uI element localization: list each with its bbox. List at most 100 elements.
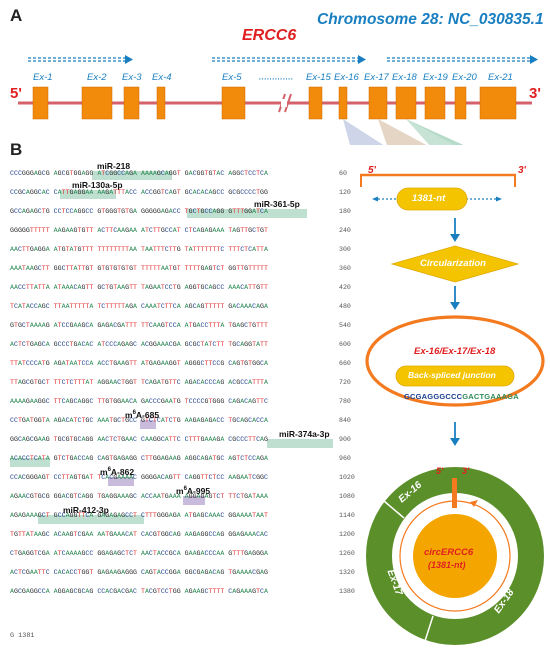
mir374a-site	[267, 439, 333, 448]
sequence-end: G 1381	[10, 632, 35, 640]
sequence-position: 660	[339, 360, 351, 367]
exon-box	[479, 86, 517, 120]
exon-label-3: Ex-3	[122, 72, 142, 83]
exon-label-17: Ex-17	[364, 72, 389, 83]
sequence-line: GTGCTAAAAG ATCCGAAGCA GAGACGATTT TTCAAGT…	[10, 322, 268, 329]
junction-label: Back-spliced junction	[408, 370, 496, 380]
sequence-line: AACCTTATTA ATAAACAGTT GCTGTAAGTT TAGAATC…	[10, 284, 268, 291]
sequence-position: 780	[339, 398, 351, 405]
exon-label-4: Ex-4	[152, 72, 172, 83]
circularization-diamond	[390, 245, 520, 283]
sequence-line: CTGAGGTCGA ATCAAAAGCC GGAGAGCTCT AACTACC…	[10, 550, 268, 557]
five-prime-end-c: 5'	[436, 466, 444, 476]
exon-box	[156, 86, 166, 120]
sequence-line: AACTTGAGGA ATGTATGTTT TTTTTTTTAA TAATTTC…	[10, 246, 268, 253]
mir130a-site	[60, 190, 116, 199]
length-label: 1381-nt	[412, 193, 446, 204]
exon-boxes	[32, 86, 517, 120]
sequence-position: 240	[339, 227, 351, 234]
m6a862-site	[108, 477, 134, 486]
sequence-position: 1140	[339, 512, 355, 519]
linear-exon-bracket	[360, 173, 516, 211]
sequence-position: 840	[339, 417, 351, 424]
sequence-position: 1320	[339, 569, 355, 576]
mirna-label-130a: miR-130a-5p	[72, 180, 123, 190]
mirna-label-412: miR-412-3p	[63, 505, 109, 515]
exon-label-18: Ex-18	[392, 72, 417, 83]
circrna-name: circERCC6	[424, 547, 474, 558]
sequence-position: 360	[339, 265, 351, 272]
sequence-position: 420	[339, 284, 351, 291]
exon-label-2: Ex-2	[87, 72, 107, 83]
mirna-label-374a: miR-374a-3p	[279, 429, 330, 439]
sequence-position: 900	[339, 436, 351, 443]
exon-label-1: Ex-1	[33, 72, 53, 83]
exon-box	[221, 86, 246, 120]
sequence-position: 1200	[339, 531, 355, 538]
sequence-line: GGGGGTTTTT AAGAAGTGTT ACTTCAAGAA ATCTTGC…	[10, 227, 268, 234]
sequence-position: 540	[339, 322, 351, 329]
sequence-position: 300	[339, 246, 351, 253]
sequence-position: 1260	[339, 550, 355, 557]
sequence-line: TTATCCCATG AGATAATCCA ACCTGAAGTT ATGAGAA…	[10, 360, 268, 367]
svg-text:·············: ·············	[258, 73, 293, 85]
mirna-label-361: miR-361-5p	[254, 199, 300, 209]
flow-arrows	[450, 218, 460, 446]
exons-label: Ex-16/Ex-17/Ex-18	[414, 346, 496, 357]
m6a685-site	[140, 420, 156, 429]
exon-box	[308, 86, 323, 120]
gene-structure-diagram: ·············	[18, 55, 538, 145]
mirna-label-218: miR-218	[97, 161, 131, 171]
circrna-length: (1381-nt)	[428, 560, 466, 570]
sequence-position: 1080	[339, 493, 355, 500]
exon-label-5: Ex-5	[222, 72, 242, 83]
exon-label-19: Ex-19	[423, 72, 448, 83]
sequence-position: 600	[339, 341, 351, 348]
mir361-site	[187, 209, 307, 218]
sequence-position: 120	[339, 189, 351, 196]
sequence-line: TCATACCAGC TTAATTTTTA TCTTTTTAGA CAAATCT…	[10, 303, 268, 310]
sequence-line: GGCAGCGAAG TGCGTGCAGG AACTCTGAAC CAAGGCA…	[10, 436, 268, 443]
mir374a-site-cont	[10, 458, 50, 467]
m6a-label-685: m6A-685	[125, 410, 160, 420]
chromosome-title: Chromosome 28: NC_030835.1	[317, 11, 544, 28]
sequence-line: ACTCGAATTC CACACCTGGT GAGAAGAGGG CAGTACC…	[10, 569, 268, 576]
sequence-position: 180	[339, 208, 351, 215]
five-prime-end-a: 5'	[10, 85, 22, 102]
sequence-line: CCTGATGGTA AGACATCTGC AAATGCTGCC GTCTCAT…	[10, 417, 268, 424]
sequence-position: 1020	[339, 474, 355, 481]
sequence-line: CCGCAGGCAC CATTGAGGAA AAGATTTACC ACCGGTC…	[10, 189, 268, 196]
sequence-position: 960	[339, 455, 351, 462]
exon-label-20: Ex-20	[452, 72, 477, 83]
exon-box	[32, 86, 49, 120]
sequence-line: GCCAGAGCTG CCTCCAGGCC GTGGGTGTGA GGGGGAG…	[10, 208, 268, 215]
m6a-label-862: m6A-862	[100, 467, 135, 477]
exon-label-16: Ex-16	[334, 72, 359, 83]
exon-box	[81, 86, 113, 120]
circularization-label: Circularization	[420, 258, 486, 269]
mir218-site	[92, 171, 172, 180]
junction-sequence: GCGAGGGCCCGACTGAAAGA	[404, 392, 519, 401]
sequence-line: CCCGGGAGCG AGCGTGGAGG ATCGGCCAGA AAAAGCA…	[10, 170, 268, 177]
exon-box	[454, 86, 467, 120]
m6a995-site	[183, 496, 205, 505]
sequence-position: 60	[339, 170, 347, 177]
panel-a-label: A	[10, 6, 23, 25]
sequence-line: ACTCTGAGCA GCCCTGACAC ATCCCAGAGC ACGGAAA…	[10, 341, 268, 348]
exon-box	[123, 86, 140, 120]
transcription-direction-arrows	[28, 57, 530, 62]
five-prime-end-b: 5'	[368, 165, 376, 176]
exon-box	[424, 86, 446, 120]
sequence-line: AAATAAGCTT GGCTTATTGT GTGTGTGTGT TTTTTAA…	[10, 265, 268, 272]
exon-label-15: Ex-15	[306, 72, 331, 83]
sequence-line: AAAAGAAGGC TTCAGCAGGC TTGTGGAACA GACCCGA…	[10, 398, 268, 405]
sequence-line: TGTTATAAGC ACAAGTCGAA AATGAAACAT CACGTGG…	[10, 531, 268, 538]
sequence-line: ACACCTCATA GTCTGACCAG CAGTGAGAGG CTTGGAG…	[10, 455, 268, 462]
sequence-position: 480	[339, 303, 351, 310]
ex17-projection	[378, 119, 427, 145]
gene-title: ERCC6	[242, 27, 297, 44]
sequence-line: CCACGGGAGT CCTTAGTGAT TCACGAAAAC GGGGACA…	[10, 474, 268, 481]
sequence-line: AGAGAAAGCT GCCAGGTTCA GAGAGAGCCT CTTTGGG…	[10, 512, 268, 519]
three-prime-end-b: 3'	[518, 165, 526, 176]
